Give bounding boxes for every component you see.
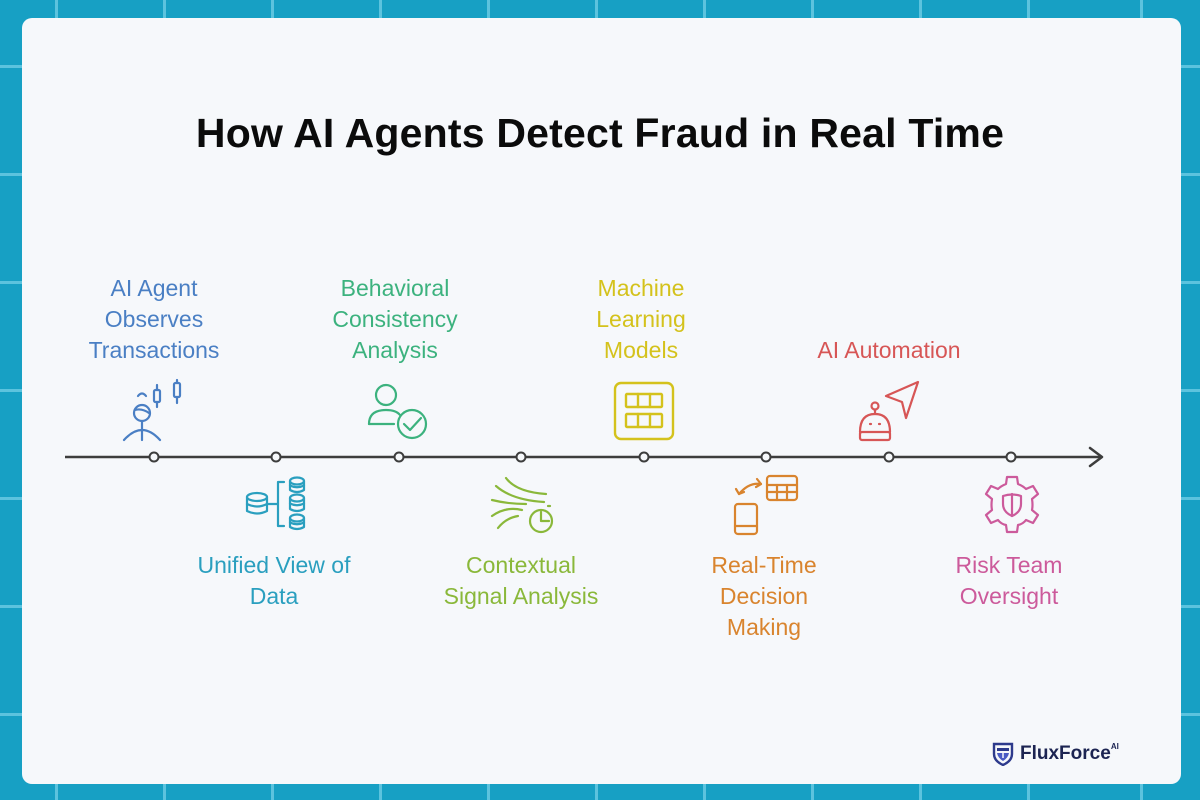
gear-shield-icon (984, 475, 1040, 534)
step-label-oversight: Risk Team Oversight (955, 552, 1063, 609)
robot-cursor-icon (858, 380, 920, 442)
step-label-observe: AI Agent Observes Transactions (88, 275, 220, 363)
step-label-decision: Real-Time Decision Making (711, 552, 817, 640)
shield-logo-icon (992, 742, 1014, 766)
database-hierarchy-icon (245, 476, 306, 531)
logo-text: FluxForce (1020, 743, 1111, 764)
step-label-ml-models: Machine Learning Models (596, 275, 686, 363)
step-label-unified-data: Unified View of Data (197, 552, 351, 609)
person-candlestick-chart-icon (122, 378, 182, 442)
user-check-icon (367, 383, 428, 440)
grid-module-icon (613, 381, 675, 441)
step-label-behavioral: Behavioral Consistency Analysis (332, 275, 458, 363)
logo-superscript: AI (1110, 741, 1119, 751)
phone-table-sync-icon (733, 474, 799, 536)
page-title: How AI Agents Detect Fraud in Real Time (195, 110, 1005, 156)
content-card (22, 18, 1181, 784)
fluxforce-logo: FluxForce AI (992, 742, 1119, 766)
step-label-contextual: Contextual Signal Analysis (443, 552, 599, 609)
signal-waves-clock-icon (490, 476, 554, 534)
step-label-automation: AI Automation (817, 337, 961, 363)
